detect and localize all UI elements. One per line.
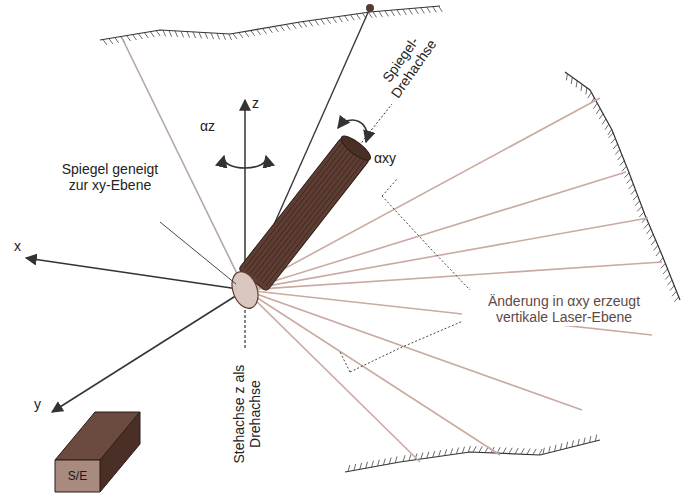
laser-ray [245, 262, 662, 290]
y-axis [52, 290, 245, 412]
axis-name: Stehachse z als Drehachse [230, 362, 264, 466]
axis-label: z [252, 95, 272, 111]
leader-line [340, 352, 350, 372]
mirror [227, 268, 263, 312]
x-axis [26, 258, 245, 290]
ground-bottom [345, 435, 600, 472]
mirror-cylinder [238, 132, 373, 291]
target-point [366, 4, 374, 12]
leader-line [160, 222, 236, 284]
device-label: S/E [68, 469, 87, 483]
angle-label: αxy [374, 150, 420, 166]
ground-top [100, 6, 442, 45]
leader-line [382, 196, 470, 290]
axis-label: x [14, 238, 34, 254]
annotation: Änderung in αxy erzeugt vertikale Laser-… [462, 292, 666, 326]
laser-ray [245, 290, 420, 462]
leader-line [350, 318, 470, 372]
scanner-unit [55, 412, 140, 492]
angle-label: αz [200, 118, 240, 134]
axis-name: Spiegel-Drehachse [371, 23, 442, 105]
annotation: Spiegel geneigt zur xy-Ebene [58, 160, 162, 194]
rotation-arrow-z [224, 156, 266, 168]
device-face: S/E [55, 460, 100, 492]
leader-line [382, 178, 398, 196]
axis-label: y [34, 396, 54, 412]
rotation-arrow-xy [338, 120, 367, 142]
